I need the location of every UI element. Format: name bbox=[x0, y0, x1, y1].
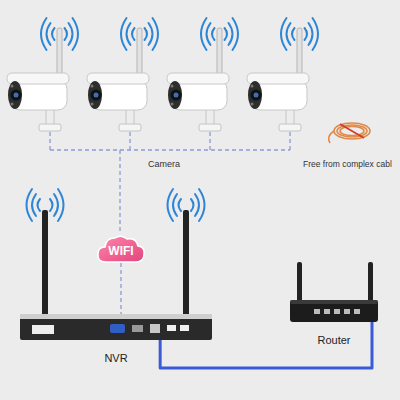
wifi-text: WIFI bbox=[108, 239, 133, 258]
nvr-body bbox=[20, 314, 212, 340]
router-body bbox=[290, 300, 378, 322]
device-label: Router bbox=[317, 334, 350, 346]
device-caption: NVR bbox=[104, 348, 127, 366]
note-text: Free from complex cabl bbox=[303, 159, 392, 169]
device-caption: Router bbox=[317, 330, 350, 348]
nvr-device: NVR bbox=[20, 314, 212, 340]
camera-label: Camera bbox=[148, 159, 180, 169]
note-text: Free from complex cabl bbox=[303, 153, 392, 171]
wifi-cloud: WIFI bbox=[96, 233, 146, 263]
device-label: NVR bbox=[104, 352, 127, 364]
camera-label: Camera bbox=[148, 153, 180, 171]
router-device: Router bbox=[290, 300, 378, 322]
wireless-link bbox=[121, 263, 122, 314]
